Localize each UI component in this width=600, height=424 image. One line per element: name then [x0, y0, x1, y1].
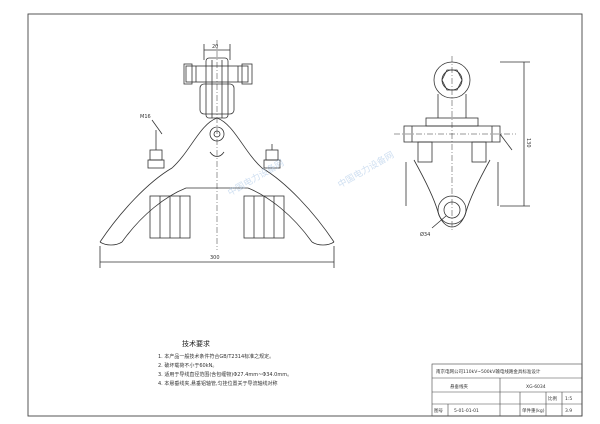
dim-bolt-left: M16 — [140, 114, 151, 120]
notes-heading: 技术要求 — [182, 339, 210, 348]
title-block-drawing-number-label: 图号 — [434, 408, 443, 414]
title-block-drawing-number: 5-01-01-01 — [454, 408, 479, 414]
title-block-scale-label: 比例 — [548, 395, 557, 402]
dim-total-width: 300 — [210, 255, 220, 261]
note-item-4: 4. 本悬垂线夹,悬垂铝轴管,匀挂位置关于导流轴线对称 — [158, 380, 278, 387]
title-block-unit-weight-label: 单件重(kg) — [522, 407, 545, 414]
title-block-weight-value: 3.9 — [565, 408, 572, 414]
drawing-frame — [27, 13, 583, 417]
title-block-scale-value: 1:5 — [565, 396, 572, 402]
title-block — [431, 363, 583, 417]
title-block-product-name: 悬垂线夹 — [450, 383, 468, 390]
dim-diameter: Ø34 — [420, 231, 430, 238]
technical-notes: 技术要求 1. 本产品一般技术条件符合GB/T2314标准之规定。 2. 破坏载… — [158, 339, 292, 387]
note-item-1: 1. 本产品一般技术条件符合GB/T2314标准之规定。 — [158, 353, 274, 360]
watermark: 中国电力设备网 — [226, 157, 287, 199]
front-view — [99, 40, 335, 268]
title-block-model: XG-6034 — [526, 384, 546, 390]
note-item-2: 2. 破坏载荷不小于60kN。 — [158, 362, 217, 369]
title-block-designer: 南京电网公司110kV~500kV输电线路金具标准设计 — [436, 368, 541, 375]
note-item-3: 3. 适用于导线直径范围(含包缠物)Φ27.4mm~Φ34.0mm。 — [158, 371, 292, 378]
dim-top-width: 20 — [212, 44, 218, 50]
dim-height: 130 — [525, 138, 531, 148]
side-view — [394, 56, 530, 232]
watermark-2: 中国电力设备网 — [336, 149, 397, 191]
